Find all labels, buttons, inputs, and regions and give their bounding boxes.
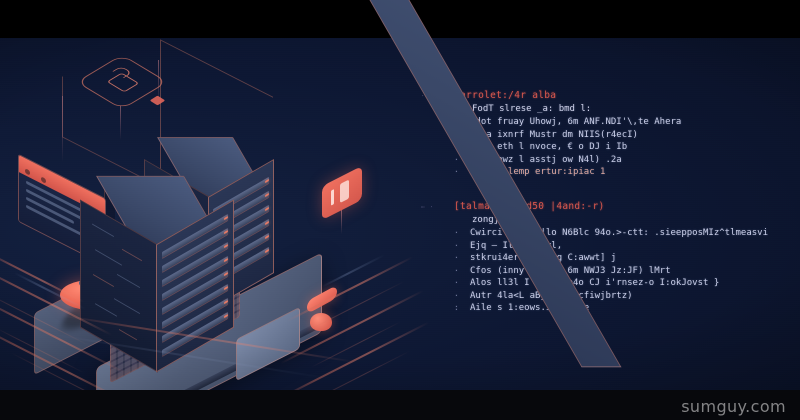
badge-stem (341, 210, 343, 234)
list-item: · Aler hwz l asstj ow N4l) .2a (454, 155, 788, 165)
list-item: · Cfos (inny oeots, 6m NWJ3 Jz:JF) lMrt (454, 266, 788, 276)
connector-stem (120, 106, 122, 140)
list-item-text: Cwirci onche |lo N6Blc 94o.>-ctt: .sieep… (470, 228, 769, 238)
list-item: · Cwirci onche |lo N6Blc 94o.>-ctt: .sie… (454, 228, 788, 238)
bullet-icon: · (454, 154, 459, 164)
badge-glyph-bar (331, 189, 334, 206)
isometric-illustration (0, 38, 430, 390)
list-item-text: 8dot fruay Uhowj, 6m ANF.NDI'\,te Ahera (470, 117, 682, 127)
list-item: · Aaze eth l nvoce, € o DJ i Ib (454, 142, 788, 152)
list-item-text: Aaze eth l nvoce, € o DJ i Ib (470, 142, 628, 152)
list-item-text: Alos ll3l I 96oRs p4o CJ i'rnsez-o I:okJ… (470, 278, 720, 288)
bullet-icon: · (454, 253, 459, 262)
list-item: · 8dot fruay Uhowj, 6m ANF.NDI'\,te Aher… (454, 117, 788, 127)
list-item-text: Asoa ixnrf Mustr dm NIIS(r4ecI) (470, 129, 638, 140)
card-dot-icon (41, 176, 47, 184)
bullet-icon: · (454, 228, 459, 237)
red-accessory-knob (310, 313, 332, 331)
bullet-icon: · (454, 290, 459, 300)
letterbox-bottom (0, 390, 800, 420)
bullet-icon: · (454, 265, 459, 275)
block-subline: FodT slrese _a: bmd l: (472, 104, 592, 114)
badge-glyph-block (340, 179, 349, 204)
list-item: : Aile s 1:eows.icpjdeje (454, 303, 788, 313)
bullet-icon: · (454, 167, 459, 176)
connector-stem (158, 60, 160, 106)
gutter-marker: ⋯ ⋅ (420, 203, 434, 211)
block-lines: · Cwirci onche |lo N6Blc 94o.>-ctt: .sie… (396, 228, 788, 313)
list-item: · Ejq — Illang|mvl, (454, 241, 788, 251)
list-item: · stkrui4ers Clozrg C:awwt] j (454, 253, 788, 263)
block-heading: Carrolet:/4r alba (454, 90, 557, 101)
card-dot-icon (25, 168, 30, 176)
bullet-icon: · (454, 278, 459, 287)
list-item: · Alos ll3l I 96oRs p4o CJ i'rnsez-o I:o… (454, 278, 788, 288)
illustration-scene: ⋅ ⋅ Carrolet:/4r alba FodT slrese _a: bm… (0, 38, 800, 390)
bullet-icon: · (454, 240, 459, 250)
bullet-icon: : (454, 303, 459, 312)
list-item: · Asoa ixnrf Mustr dm NIIS(r4ecI) (454, 130, 788, 140)
text-block-2: ⋯ ⋅ [talmas oie5d50 |4and:-r) zongjlnlwr… (396, 201, 788, 313)
list-item-text: Aler hwz l asstj ow N4l) .2a (470, 154, 622, 165)
connector-stem (62, 96, 64, 162)
list-item: · Autr 4la<L aBj /u-nrcfiwjbrtz) (454, 291, 788, 301)
list-item: · Asa ,> lemp ertur:ipiac 1 (454, 167, 788, 177)
list-item-text: Asa ,> lemp ertur:ipiac 1 (470, 167, 606, 177)
list-item-text: Cfos (inny oeots, 6m NWJ3 Jz:JF) lMrt (470, 265, 671, 276)
watermark: sumguy.com (681, 397, 786, 416)
list-item-text: Aile s 1:eows.icpjdeje (470, 303, 590, 313)
